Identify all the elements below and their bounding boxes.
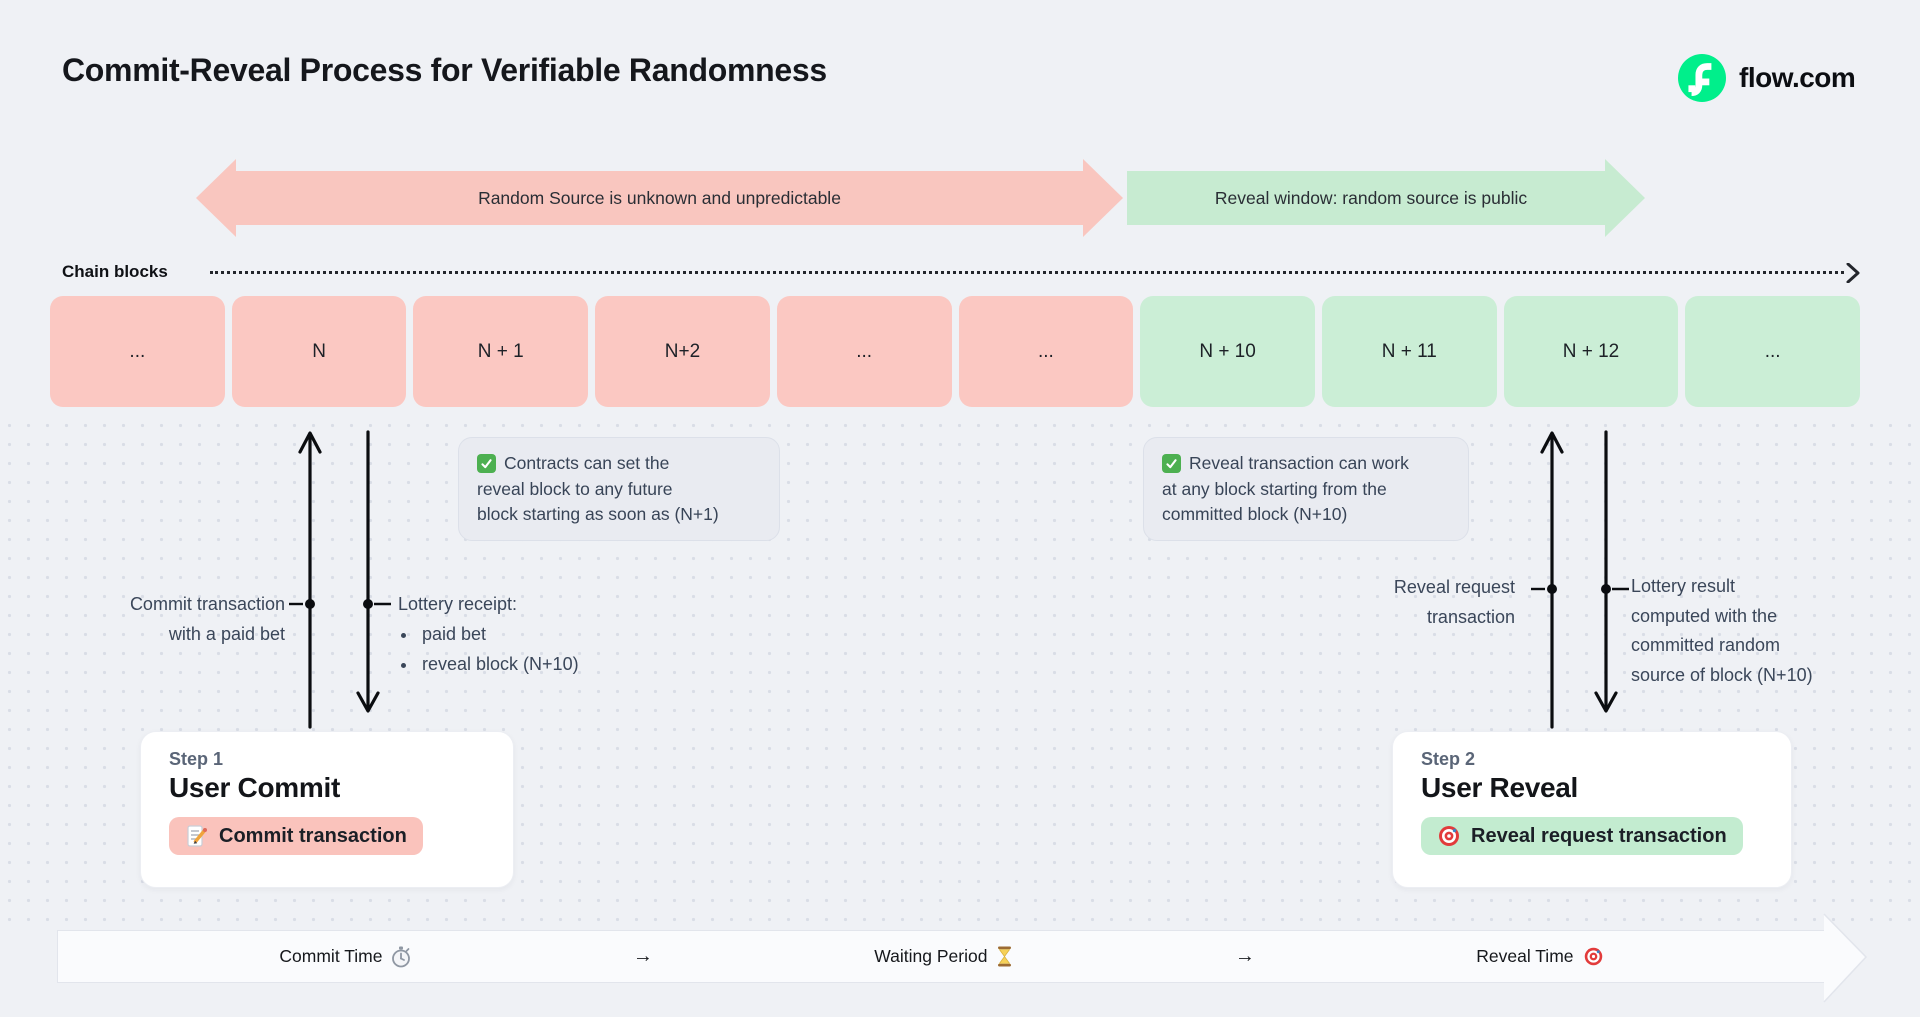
timeline-stage-label: Reveal Time: [1476, 946, 1574, 966]
annotation-commit-transaction: Commit transaction with a paid bet: [60, 589, 285, 649]
timeline-stage-waiting: Waiting Period: [874, 946, 1013, 967]
timeline-bar: Commit Time → Waiting Period: [57, 930, 1825, 983]
note-line: at any block starting from the: [1162, 478, 1387, 499]
annotation-line: Reveal request: [1393, 577, 1515, 597]
annotation-line: Lottery result: [1631, 576, 1736, 596]
chain-block: N + 11: [1321, 296, 1497, 407]
note-line: Contracts can set the: [504, 453, 670, 473]
phase-arrow-commit: Random Source is unknown and unpredictab…: [196, 159, 1123, 237]
target-icon: [1583, 946, 1604, 967]
chain-timeline-arrowhead-icon: [1846, 263, 1860, 283]
annotation-heading: Lottery receipt:: [398, 594, 518, 614]
flow-logo-icon: [1678, 54, 1726, 102]
step-card-user-reveal: Step 2 User Reveal Reveal request transa…: [1392, 731, 1792, 888]
step-title: User Commit: [169, 772, 340, 803]
check-icon: [477, 454, 496, 474]
arrow-right-glyph: →: [632, 945, 653, 967]
flow-brand[interactable]: flow.com: [1678, 54, 1856, 102]
timeline-stage-commit: Commit Time: [279, 946, 411, 968]
step-label: Step 1: [169, 749, 224, 769]
annotation-reveal-request: Reveal request transaction: [1330, 572, 1515, 632]
brand-text: flow.com: [1739, 62, 1856, 93]
note-reveal-window: Reveal transaction can work at any block…: [1143, 437, 1469, 541]
phase-arrow-reveal-label: Reveal window: random source is public: [1214, 187, 1528, 208]
chain-timeline-dotted-line: [210, 271, 1844, 274]
annotation-line: committed random: [1631, 635, 1781, 655]
timeline-stage-label: Waiting Period: [874, 946, 988, 966]
chain-block: N + 10: [1140, 296, 1315, 407]
note-line: Reveal transaction can work: [1189, 453, 1409, 473]
phase-arrow-reveal: Reveal window: random source is public: [1127, 159, 1645, 237]
timeline-end-arrowhead-icon: [1823, 913, 1868, 1003]
page-title: Commit-Reveal Process for Verifiable Ran…: [62, 52, 827, 88]
arrow-right-glyph: →: [1234, 945, 1255, 967]
chain-block: N: [231, 296, 407, 407]
phase-arrow-commit-label: Random Source is unknown and unpredictab…: [478, 187, 841, 208]
target-icon: [1437, 824, 1461, 848]
annotation-line: with a paid bet: [168, 624, 285, 644]
memo-icon: [185, 824, 209, 848]
step-title: User Reveal: [1421, 772, 1579, 803]
chain-block: ...: [958, 296, 1134, 407]
annotation-lottery-result: Lottery result computed with the committ…: [1631, 572, 1841, 690]
note-line: reveal block to any future: [477, 478, 673, 499]
timeline-stage-label: Commit Time: [279, 946, 383, 966]
chain-block: N + 12: [1503, 296, 1679, 407]
timeline-stage-reveal: Reveal Time: [1476, 946, 1603, 967]
chain-block: ...: [1685, 296, 1861, 407]
chain-block: N + 1: [413, 296, 589, 407]
annotation-bullet: paid bet: [418, 619, 579, 649]
step-action-label: Commit transaction: [219, 824, 407, 847]
stopwatch-icon: [391, 946, 411, 968]
annotation-line: transaction: [1426, 607, 1515, 627]
commit-transaction-pill: Commit transaction: [169, 817, 423, 855]
chain-blocks-row: ... N N + 1 N+2 ... ... N + 10 N + 11 N …: [50, 296, 1861, 407]
step-label: Step 2: [1421, 749, 1476, 769]
chain-block: ...: [776, 296, 952, 407]
chain-block: N+2: [595, 296, 770, 407]
hourglass-icon: [996, 946, 1013, 967]
step-card-user-commit: Step 1 User Commit Commit transaction: [140, 731, 514, 888]
chain-block: ...: [50, 296, 225, 407]
annotation-lottery-receipt: Lottery receipt: paid bet reveal block (…: [398, 589, 579, 679]
note-commit-window: Contracts can set the reveal block to an…: [458, 437, 780, 541]
note-line: committed block (N+10): [1162, 504, 1348, 524]
annotation-line: computed with the: [1631, 605, 1778, 626]
chain-blocks-label: Chain blocks: [62, 262, 168, 281]
note-line: block starting as soon as (N+1): [477, 504, 719, 524]
annotation-bullet: reveal block (N+10): [418, 649, 579, 679]
annotation-line: source of block (N+10): [1631, 664, 1813, 685]
reveal-request-pill: Reveal request transaction: [1421, 817, 1743, 855]
check-icon: [1162, 454, 1181, 474]
annotation-line: Commit transaction: [129, 594, 285, 614]
step-action-label: Reveal request transaction: [1471, 824, 1727, 847]
